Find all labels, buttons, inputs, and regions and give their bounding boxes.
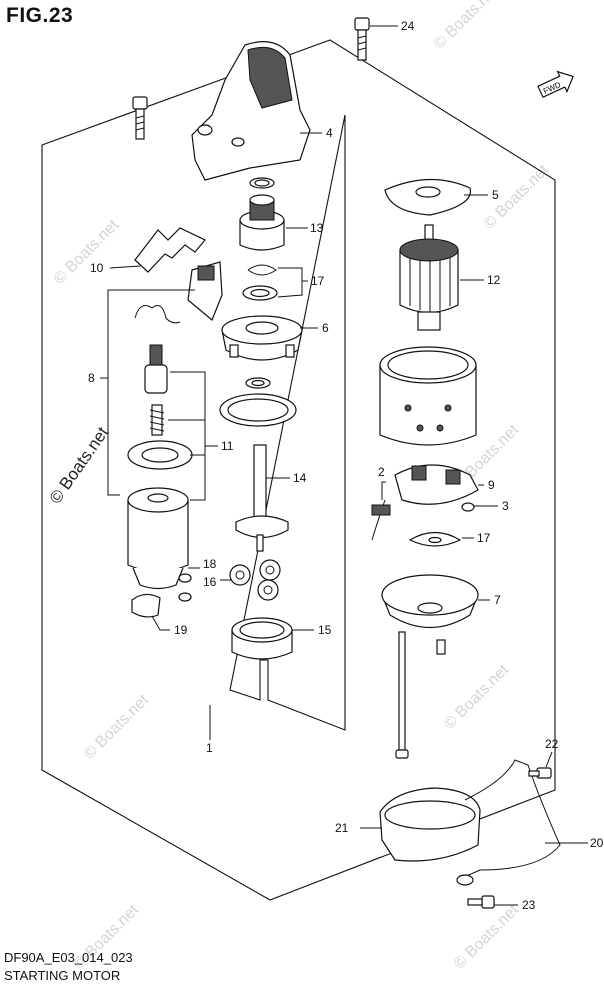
callout-2: 2: [378, 465, 385, 479]
spring-clip-icon: [134, 305, 181, 324]
yoke-housing-icon: [379, 346, 477, 446]
washer-icon: [245, 377, 271, 389]
callout-17-right: 17: [477, 531, 491, 545]
callout-16: 16: [203, 575, 217, 589]
armature-icon: [399, 224, 459, 331]
callout-14: 14: [293, 471, 307, 485]
end-cover-icon: [381, 574, 479, 655]
callouts: 24 4 5 13 10 12 17 6 8 11 14 2 9 3 17 18…: [88, 19, 604, 912]
bolt-24-icon: [354, 17, 370, 61]
callout-6: 6: [322, 321, 329, 335]
watermark-main: © Boats.net: [46, 423, 113, 507]
seal-ring-icon: [249, 177, 275, 189]
callout-21: 21: [335, 821, 349, 835]
bolt-22-icon: [528, 767, 552, 779]
solenoid-body-icon: [127, 487, 189, 590]
insulator-washer-icon: [408, 531, 462, 547]
bracket-strap-icon: [456, 759, 561, 886]
callout-8: 8: [88, 371, 95, 385]
brush-holder-icon: [187, 261, 223, 321]
gear-housing-icon: [221, 315, 303, 361]
callout-15: 15: [318, 623, 332, 637]
fwd-arrow-icon: FWD: [537, 70, 574, 98]
callout-7: 7: [494, 593, 501, 607]
shift-lever-icon: [134, 227, 206, 273]
watermark: © Boats.net: [441, 661, 513, 733]
watermark: © Boats.net: [81, 691, 153, 763]
pinion-gear-icon: [239, 194, 285, 251]
bolt-left-icon: [132, 96, 148, 140]
assembly-outline: [41, 39, 556, 901]
watermark: © Boats.net: [451, 901, 523, 973]
plunger-icon: [144, 344, 168, 436]
callout-12: 12: [487, 273, 501, 287]
callout-13: 13: [310, 221, 324, 235]
callout-20: 20: [590, 836, 604, 850]
callout-5: 5: [492, 188, 499, 202]
gasket-icon: [127, 393, 297, 470]
model-code: DF90A_E03_014_023: [4, 950, 133, 965]
callout-9: 9: [488, 478, 495, 492]
callout-23: 23: [522, 898, 536, 912]
watermark: © Boats.net: [431, 0, 503, 53]
bolt-23-icon: [467, 895, 495, 909]
callout-19: 19: [174, 623, 188, 637]
brush-plate-icon: [394, 464, 479, 505]
solenoid-cover-icon: [191, 41, 311, 181]
callout-11: 11: [221, 439, 234, 453]
watermark: © Boats.net: [51, 216, 123, 288]
callout-3: 3: [502, 499, 509, 513]
leader-lines: [100, 25, 588, 906]
drive-shaft-icon: [235, 444, 289, 552]
callout-18: 18: [203, 557, 217, 571]
callout-4: 4: [326, 126, 333, 140]
retainer-rings-icon: [242, 264, 278, 301]
callout-22: 22: [545, 737, 559, 751]
callout-24: 24: [401, 19, 415, 33]
callout-10: 10: [90, 261, 104, 275]
ring-gear-icon: [231, 617, 293, 660]
brush-lead-icon: [371, 499, 391, 541]
callout-17-top: 17: [311, 274, 325, 288]
terminal-fitting-icon: [178, 573, 192, 602]
boot-clip-icon: [131, 593, 161, 618]
diagram-caption: STARTING MOTOR: [4, 968, 121, 983]
mounting-band-icon: [379, 787, 481, 862]
through-bolt-icon: [395, 631, 409, 759]
figure-title: FIG.23: [6, 4, 74, 27]
planetary-gears-icon: [229, 559, 281, 601]
callout-1: 1: [206, 741, 213, 755]
nut-icon: [461, 502, 475, 512]
thrust-plate-icon: [384, 178, 472, 216]
